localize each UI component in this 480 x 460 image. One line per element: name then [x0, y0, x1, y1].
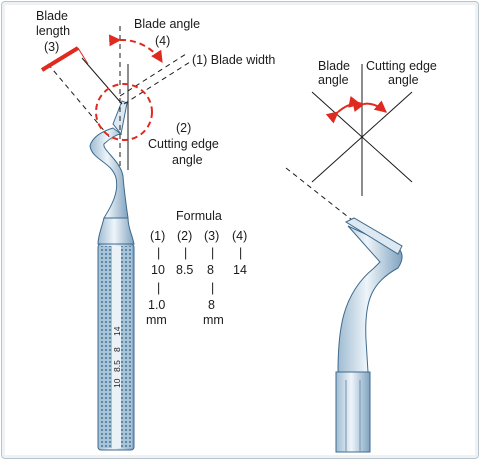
blade-angle-arc [109, 34, 163, 64]
handle-text-3: 8 [112, 347, 122, 352]
formula-num-4: (4) [232, 229, 247, 243]
width-line-b [123, 61, 191, 105]
blade-angle-arrow [325, 96, 362, 124]
formula-num-1: (1) [150, 229, 165, 243]
left-instrument [89, 100, 135, 451]
formula-extra-1: 1.0 [148, 298, 165, 312]
right-cutting-label-1: Cutting edge [366, 59, 437, 73]
formula-dash-1: | [157, 246, 160, 260]
right-blade-label-2: angle [318, 73, 349, 87]
right-handle [335, 371, 371, 453]
formula-num-3: (3) [204, 229, 219, 243]
right-cutting-label-2: angle [388, 73, 419, 87]
blade-length-number: (3) [44, 40, 59, 54]
formula-dash-4: | [239, 246, 242, 260]
cutting-edge-label-2: angle [172, 153, 203, 167]
blade-angle-label: Blade angle [134, 17, 200, 31]
angle-diagram [311, 64, 413, 196]
formula-dash-3: | [211, 246, 214, 260]
right-blade-label-1: Blade [318, 59, 350, 73]
blade-width-label: (1) Blade width [192, 53, 275, 67]
blade-length-label-2: length [36, 24, 70, 38]
right-instrument [285, 167, 403, 453]
handle-text-2: 8.5 [112, 360, 122, 372]
handle-text-4: 14 [112, 326, 122, 336]
shaft-extension-dashed [47, 63, 113, 141]
formula-block: Formula (1) (2) (3) (4) | | | | 10 8.5 8… [146, 209, 247, 327]
angle-diag-b [311, 91, 413, 183]
blade-face-line [81, 57, 123, 105]
formula-value-2: 8.5 [176, 263, 193, 277]
left-neck [97, 217, 135, 245]
handle-text-1: 10 [112, 378, 122, 388]
formula-dash-2: | [184, 246, 187, 260]
formula-value-1: 10 [151, 263, 165, 277]
cutting-edge-label-1: Cutting edge [148, 137, 219, 151]
formula-dash-3b: | [211, 281, 214, 295]
blade-angle-number: (4) [155, 34, 170, 48]
formula-value-4: 14 [233, 263, 247, 277]
cutting-edge-number: (2) [176, 121, 191, 135]
left-handle-plate [112, 246, 121, 448]
formula-value-3: 8 [207, 263, 214, 277]
cutting-angle-arrow [352, 100, 387, 113]
cutting-edge-arc [95, 83, 153, 141]
formula-title: Formula [176, 209, 222, 223]
blade-length-bar [40, 46, 80, 72]
right-blade [344, 217, 403, 255]
left-red-annotations [40, 34, 163, 141]
left-shank [89, 127, 129, 219]
right-shank [337, 225, 403, 373]
formula-dash-1b: | [157, 281, 160, 295]
left-handle-knurl-b [121, 246, 132, 448]
formula-unit-1: mm [146, 313, 167, 327]
width-line-a [119, 53, 187, 97]
formula-num-2: (2) [177, 229, 192, 243]
left-handle-knurl-a [100, 246, 112, 448]
blade-length-label-1: Blade [36, 9, 68, 23]
formula-unit-3: mm [203, 313, 224, 327]
formula-extra-3: 8 [208, 298, 215, 312]
blade-length-tick-a [77, 47, 89, 65]
handle-engraving: 10 8.5 8 14 [112, 326, 122, 388]
